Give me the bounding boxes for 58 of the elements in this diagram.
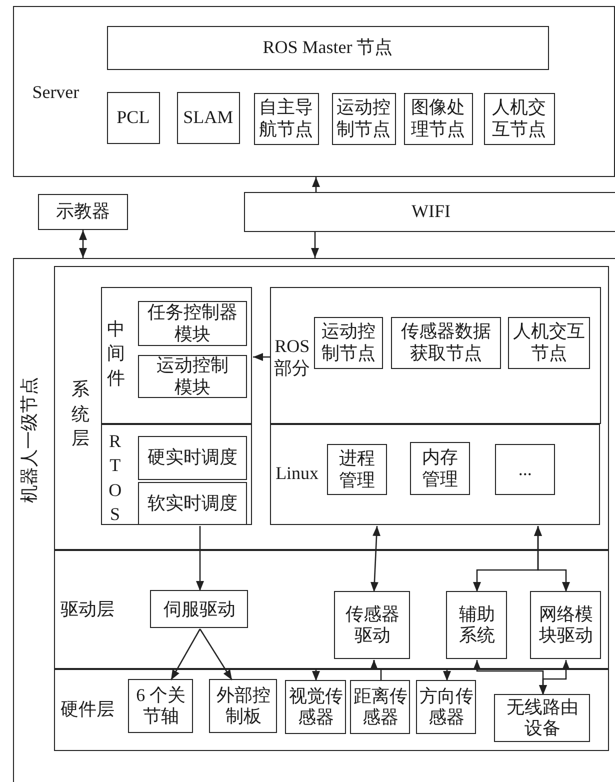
process-box: WIFI [244,192,615,232]
arrow [79,230,87,258]
process-box: 方向传感器 [416,680,476,734]
box-heading: 系统层 [70,378,90,450]
box-heading: 驱动层 [59,598,116,621]
process-box: 距离传感器 [350,680,410,734]
process-box: 运动控制节点 [314,317,384,370]
process-box: 人机交互节点 [508,317,590,370]
process-box: 人机交互节点 [484,92,555,145]
process-box: 进程管理 [327,444,388,496]
process-box: PCL [106,92,160,144]
process-box: 伺服驱动 [150,590,248,628]
process-box: ... [495,444,556,496]
module-box [270,424,600,526]
process-box: 6 个关节轴 [128,679,194,734]
process-box: 运动控制节点 [332,92,396,145]
arrow [370,526,381,592]
box-heading: 硬件层 [59,698,116,721]
process-box: 视觉传感器 [285,680,346,734]
module-box [101,424,252,526]
process-box: 传感器驱动 [334,591,410,660]
box-heading: Server [31,80,80,104]
process-box: 自主导航节点 [254,92,319,145]
arrow [312,177,320,192]
process-box: 传感器数据获取节点 [391,317,502,370]
arrow [311,232,319,258]
arrow [199,628,233,680]
process-box: 无线路由设备 [494,694,590,742]
box-heading: RTOS [108,430,123,526]
arrow [170,628,201,680]
process-box: 辅助系统 [446,591,508,660]
module-box [101,287,252,424]
arrow [370,660,451,681]
process-box: 任务控制器模块 [138,301,248,346]
module-box [270,287,602,424]
server-box [13,6,615,177]
node-box [13,258,615,782]
process-box: 运动控制模块 [138,355,248,398]
arrow [534,526,570,592]
box-heading: Linux [274,462,320,486]
process-box: 示教器 [38,194,128,230]
process-box: 硬实时调度 [138,436,248,480]
process-box: 内存管理 [410,442,470,496]
process-box: 外部控制板 [209,679,278,734]
box-heading: 中间件 [106,318,126,390]
box-heading: ROS部分 [273,335,312,380]
layer-box [54,550,609,669]
box-heading: 机器人一级节点 [18,376,40,505]
arrow [253,353,271,361]
arrow [196,526,204,591]
process-box: 网络模块驱动 [530,591,602,660]
layer-box [54,266,609,550]
layer-box [54,668,609,751]
process-box: 软实时调度 [138,482,248,526]
process-box: ROS Master 节点 [106,26,549,70]
process-box: 图像处理节点 [404,92,473,145]
process-box: SLAM [176,92,240,144]
arrow [539,660,570,695]
